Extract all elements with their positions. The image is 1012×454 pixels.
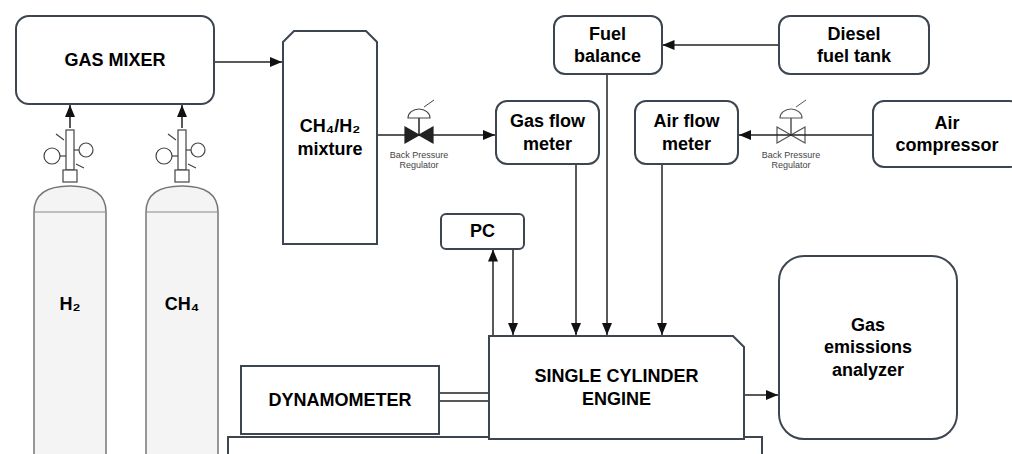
process-box: Air flow meter [634,100,739,165]
tank-shape-outline [282,30,378,245]
node-label: DYNAMOMETER [269,389,412,412]
cylinder-drawing [146,130,218,454]
gas-cylinder-outline [33,128,107,454]
node-label: Air compressor [892,112,1002,157]
node-label: CH₄ [165,293,200,316]
node-label: Diesel fuel tank [810,23,898,68]
engine-box: SINGLE CYLINDER ENGINE [488,335,745,440]
gas-cylinder: CH₄ [145,128,219,454]
connector [181,105,183,128]
connector [739,134,872,136]
process-box: Gas flow meter [495,100,600,165]
regulator-symbol [777,100,806,143]
process-box: DYNAMOMETER [240,365,440,435]
connector [492,250,494,336]
node-label: Air flow meter [644,110,729,155]
node-label: H₂ [60,293,81,316]
gas-cylinder: H₂ [33,128,107,454]
node-label: Gas emissions analyzer [818,314,918,382]
connector [606,75,608,335]
connector [575,165,577,335]
engine-outline [489,336,744,439]
node-label: GAS MIXER [64,49,165,72]
connector [745,394,778,396]
process-box: Gas emissions analyzer [778,255,958,440]
process-box: Diesel fuel tank [778,15,930,75]
connector [661,165,663,335]
process-box: PC [440,213,525,250]
connector [215,61,282,63]
connector [378,134,495,136]
connector [440,393,488,401]
connector [512,250,514,336]
connector [663,44,779,46]
node-label: SINGLE CYLINDER ENGINE [517,365,717,410]
cylinder-drawing [34,130,106,454]
node-label: CH₄/H₂ mixture [292,115,368,160]
component-label: Back Pressure Regulator [756,150,826,171]
component-label: Back Pressure Regulator [384,150,454,171]
node-label: Fuel balance [563,23,653,68]
tank-outline [283,31,377,244]
process-box: Air compressor [872,100,1012,168]
node-label: Gas flow meter [505,110,590,155]
regulator-symbol [405,100,434,143]
process-box: GAS MIXER [15,15,215,105]
tank-shape: CH₄/H₂ mixture [282,30,378,245]
connector [69,105,71,128]
process-box: Fuel balance [553,15,663,75]
engine-box-outline [488,335,745,440]
node-label: PC [470,220,495,243]
gas-cylinder-outline [145,128,219,454]
